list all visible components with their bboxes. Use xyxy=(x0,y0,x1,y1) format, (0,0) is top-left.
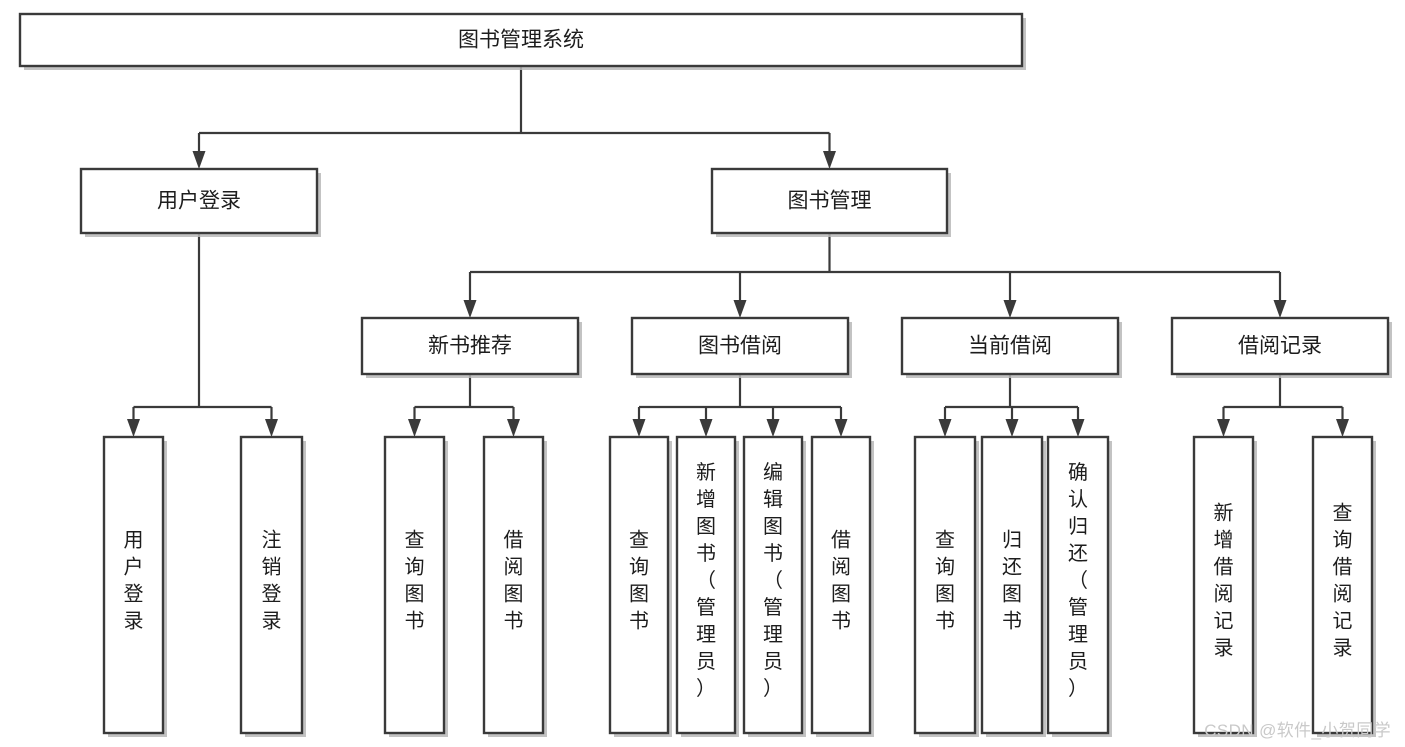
arrow-head-icon xyxy=(507,419,520,437)
node-label: 注销登录 xyxy=(262,529,282,633)
node-label: 新书推荐 xyxy=(428,335,512,358)
node-leaf-logout-login[interactable]: 注销登录 xyxy=(239,435,306,737)
node-label: 借阅图书 xyxy=(504,529,524,633)
node-label: 图书管理系统 xyxy=(458,29,584,52)
node-leaf-add-record[interactable]: 新增借阅记录 xyxy=(1192,435,1257,737)
node-book-borrow[interactable]: 图书借阅 xyxy=(630,316,852,378)
node-borrow-record[interactable]: 借阅记录 xyxy=(1170,316,1392,378)
node-root-system[interactable]: 图书管理系统 xyxy=(18,12,1026,70)
arrow-head-icon xyxy=(733,300,747,318)
node-label: 当前借阅 xyxy=(968,335,1052,358)
arrow-head-icon xyxy=(834,419,848,437)
node-leaf-borrow-book-1[interactable]: 借阅图书 xyxy=(482,435,547,737)
arrow-head-icon xyxy=(1336,419,1349,437)
node-layer: 图书管理系统用户登录图书管理新书推荐图书借阅当前借阅借阅记录用户登录注销登录查询… xyxy=(18,12,1392,737)
arrow-head-icon xyxy=(1071,419,1085,437)
node-leaf-query-book-2[interactable]: 查询图书 xyxy=(608,435,672,737)
arrow-head-icon xyxy=(265,419,278,437)
arrow-head-icon xyxy=(127,419,140,437)
node-label: 查询图书 xyxy=(935,529,955,633)
connector-layer xyxy=(127,66,1349,437)
node-label: 图书借阅 xyxy=(698,335,782,358)
node-label: 查询图书 xyxy=(405,529,425,633)
node-leaf-add-book[interactable]: 新增图书（管理员） xyxy=(675,435,739,737)
node-leaf-user-login[interactable]: 用户登录 xyxy=(102,435,167,737)
node-label: 编辑图书（管理员） xyxy=(763,461,783,700)
node-leaf-confirm-return[interactable]: 确认归还（管理员） xyxy=(1046,435,1112,737)
node-label: 查询图书 xyxy=(629,529,649,633)
node-leaf-query-record[interactable]: 查询借阅记录 xyxy=(1311,435,1376,737)
arrow-head-icon xyxy=(408,419,421,437)
arrow-head-icon xyxy=(192,151,206,169)
node-user-login[interactable]: 用户登录 xyxy=(79,167,321,237)
arrow-head-icon xyxy=(699,419,713,437)
node-label: 用户登录 xyxy=(124,530,144,633)
node-new-book-recommend[interactable]: 新书推荐 xyxy=(360,316,582,378)
arrow-head-icon xyxy=(938,419,952,437)
node-label: 用户登录 xyxy=(157,190,241,213)
arrow-head-icon xyxy=(766,419,780,437)
arrow-head-icon xyxy=(823,151,836,169)
watermark-label: CSDN @软件_小贺同学 xyxy=(1204,721,1391,740)
node-label: 新增借阅记录 xyxy=(1214,502,1234,660)
node-label: 查询借阅记录 xyxy=(1333,502,1353,660)
node-label: 归还图书 xyxy=(1002,529,1022,633)
node-leaf-query-book-3[interactable]: 查询图书 xyxy=(913,435,979,737)
node-label: 确认归还（管理员） xyxy=(1068,461,1088,700)
node-label: 新增图书（管理员） xyxy=(696,461,716,700)
arrow-head-icon xyxy=(632,419,646,437)
node-label: 图书管理 xyxy=(788,190,872,213)
node-label: 借阅记录 xyxy=(1238,335,1322,358)
arrow-head-icon xyxy=(1217,419,1230,437)
node-leaf-query-book-1[interactable]: 查询图书 xyxy=(383,435,448,737)
arrow-head-icon xyxy=(463,300,477,318)
node-leaf-return-book[interactable]: 归还图书 xyxy=(980,435,1046,737)
node-leaf-edit-book[interactable]: 编辑图书（管理员） xyxy=(742,435,806,737)
node-leaf-borrow-book-2[interactable]: 借阅图书 xyxy=(810,435,874,737)
node-label: 借阅图书 xyxy=(831,529,851,633)
node-current-borrow[interactable]: 当前借阅 xyxy=(900,316,1122,378)
arrow-head-icon xyxy=(1005,419,1019,437)
node-book-manage[interactable]: 图书管理 xyxy=(710,167,951,237)
arrow-head-icon xyxy=(1273,300,1287,318)
arrow-head-icon xyxy=(1003,300,1017,318)
